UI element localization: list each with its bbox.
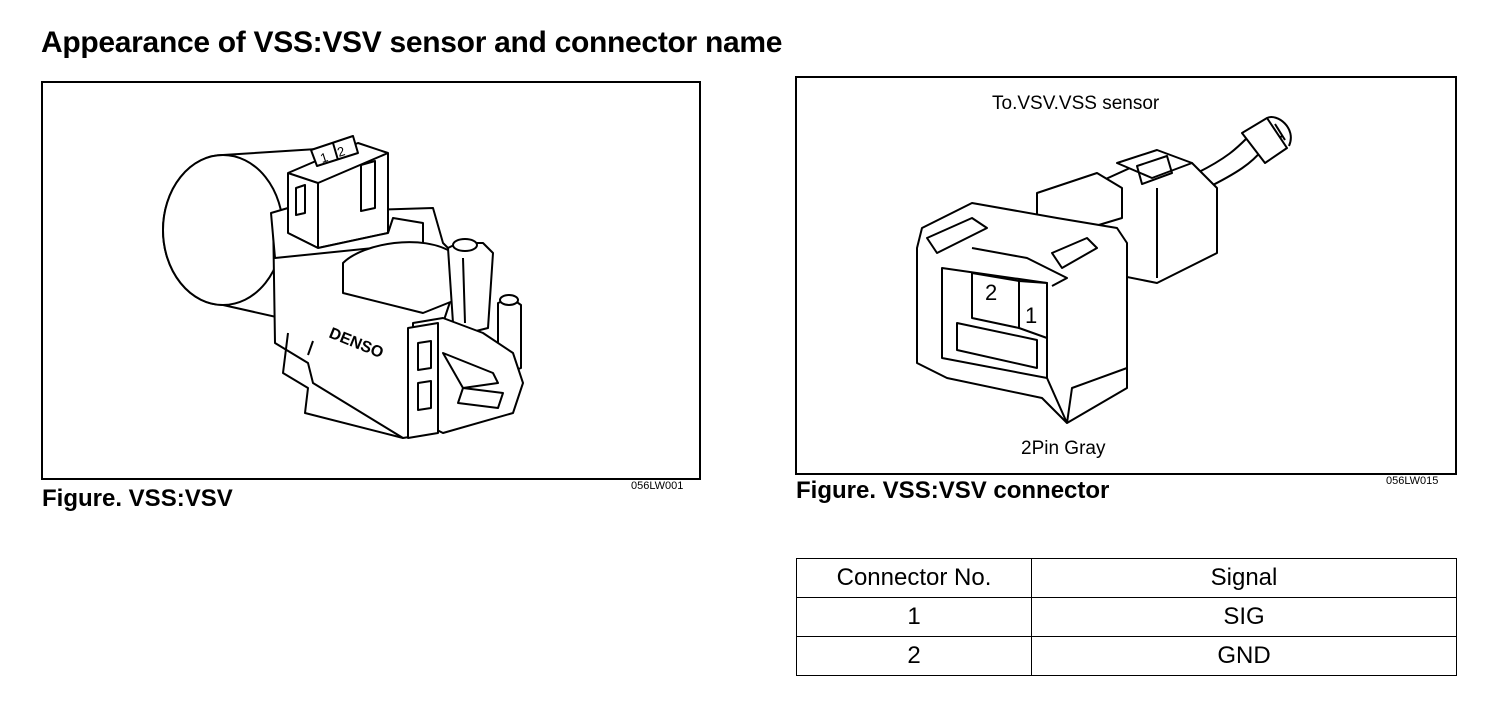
table-cell-connector-no: 2 [796, 636, 1032, 676]
connector-figure-frame: To.VSV.VSS sensor 2Pin Gray 2 1 [795, 76, 1457, 475]
table-row: 1 SIG [796, 597, 1457, 637]
connector-pin-label-2: 2 [985, 280, 997, 305]
vsv-figure-frame: 1 2 DENSO [41, 81, 701, 480]
table-row: 2 GND [796, 636, 1457, 676]
connector-destination-label: To.VSV.VSS sensor [992, 93, 1160, 114]
page-title: Appearance of VSS:VSV sensor and connect… [41, 26, 783, 59]
table-cell-signal: GND [1031, 636, 1457, 676]
connector-pin-table: Connector No. Signal 1 SIG 2 GND [796, 558, 1457, 676]
pin-label-1: 1 [318, 149, 330, 166]
table-cell-signal: SIG [1031, 597, 1457, 637]
column-header-signal: Signal [1031, 558, 1457, 598]
connector-pin-color-label: 2Pin Gray [1021, 438, 1106, 459]
figure-code-connector: 056LW015 [1386, 475, 1439, 487]
connector-pin-label-1: 1 [1025, 303, 1037, 328]
pin-label-2: 2 [335, 143, 347, 160]
table-cell-connector-no: 1 [796, 597, 1032, 637]
table-header-row: Connector No. Signal [796, 558, 1457, 598]
connector-illustration: 2 1 [916, 116, 1292, 424]
column-header-connector-no: Connector No. [796, 558, 1032, 598]
vsv-sensor-illustration: 1 2 DENSO [162, 135, 524, 439]
figure-caption-connector: Figure. VSS:VSV connector [796, 477, 1110, 504]
figure-caption-vsv: Figure. VSS:VSV [42, 485, 233, 512]
figure-code-vsv: 056LW001 [631, 480, 684, 492]
